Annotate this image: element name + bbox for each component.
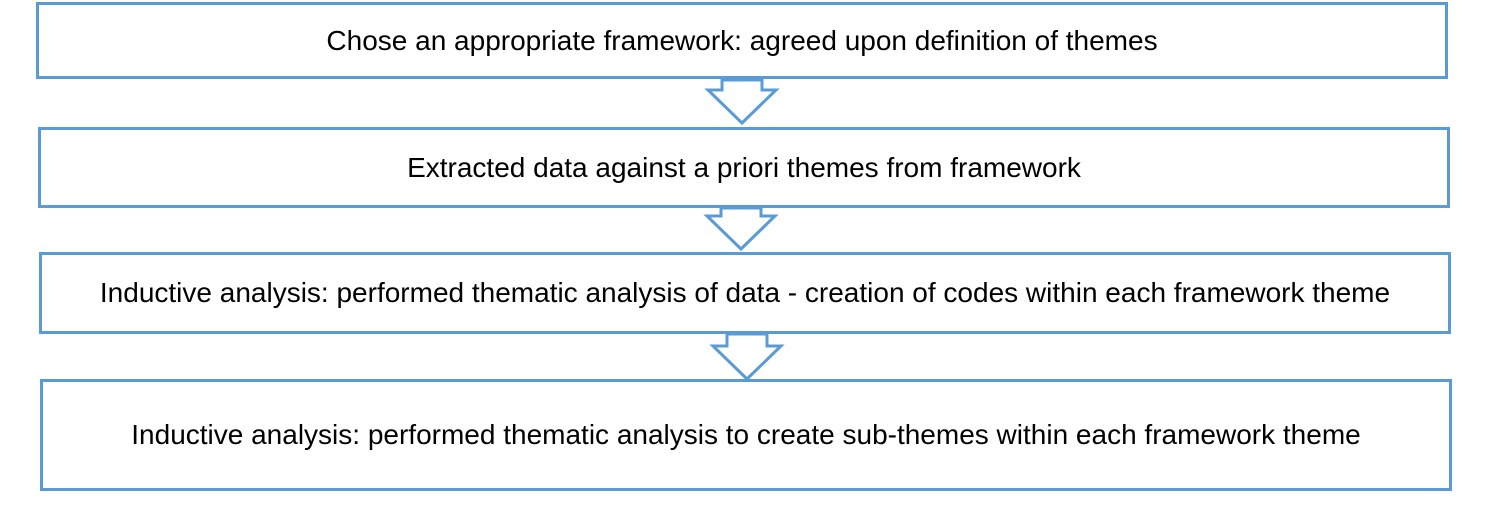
step-2-label: Extracted data against a priori themes f…	[407, 151, 1081, 183]
step-4-box: Inductive analysis: performed thematic a…	[40, 379, 1452, 491]
down-arrow-icon	[709, 332, 785, 382]
step-4-label: Inductive analysis: performed thematic a…	[131, 419, 1361, 450]
step-3-box: Inductive analysis: performed thematic a…	[39, 252, 1451, 334]
step-1-box: Chose an appropriate framework: agreed u…	[36, 2, 1448, 79]
step-2-box: Extracted data against a priori themes f…	[38, 127, 1450, 208]
down-arrow-icon	[703, 206, 779, 252]
step-3-label: Inductive analysis: performed thematic a…	[99, 277, 1391, 308]
step-1-label: Chose an appropriate framework: agreed u…	[326, 24, 1158, 56]
down-arrow-icon	[704, 78, 780, 126]
